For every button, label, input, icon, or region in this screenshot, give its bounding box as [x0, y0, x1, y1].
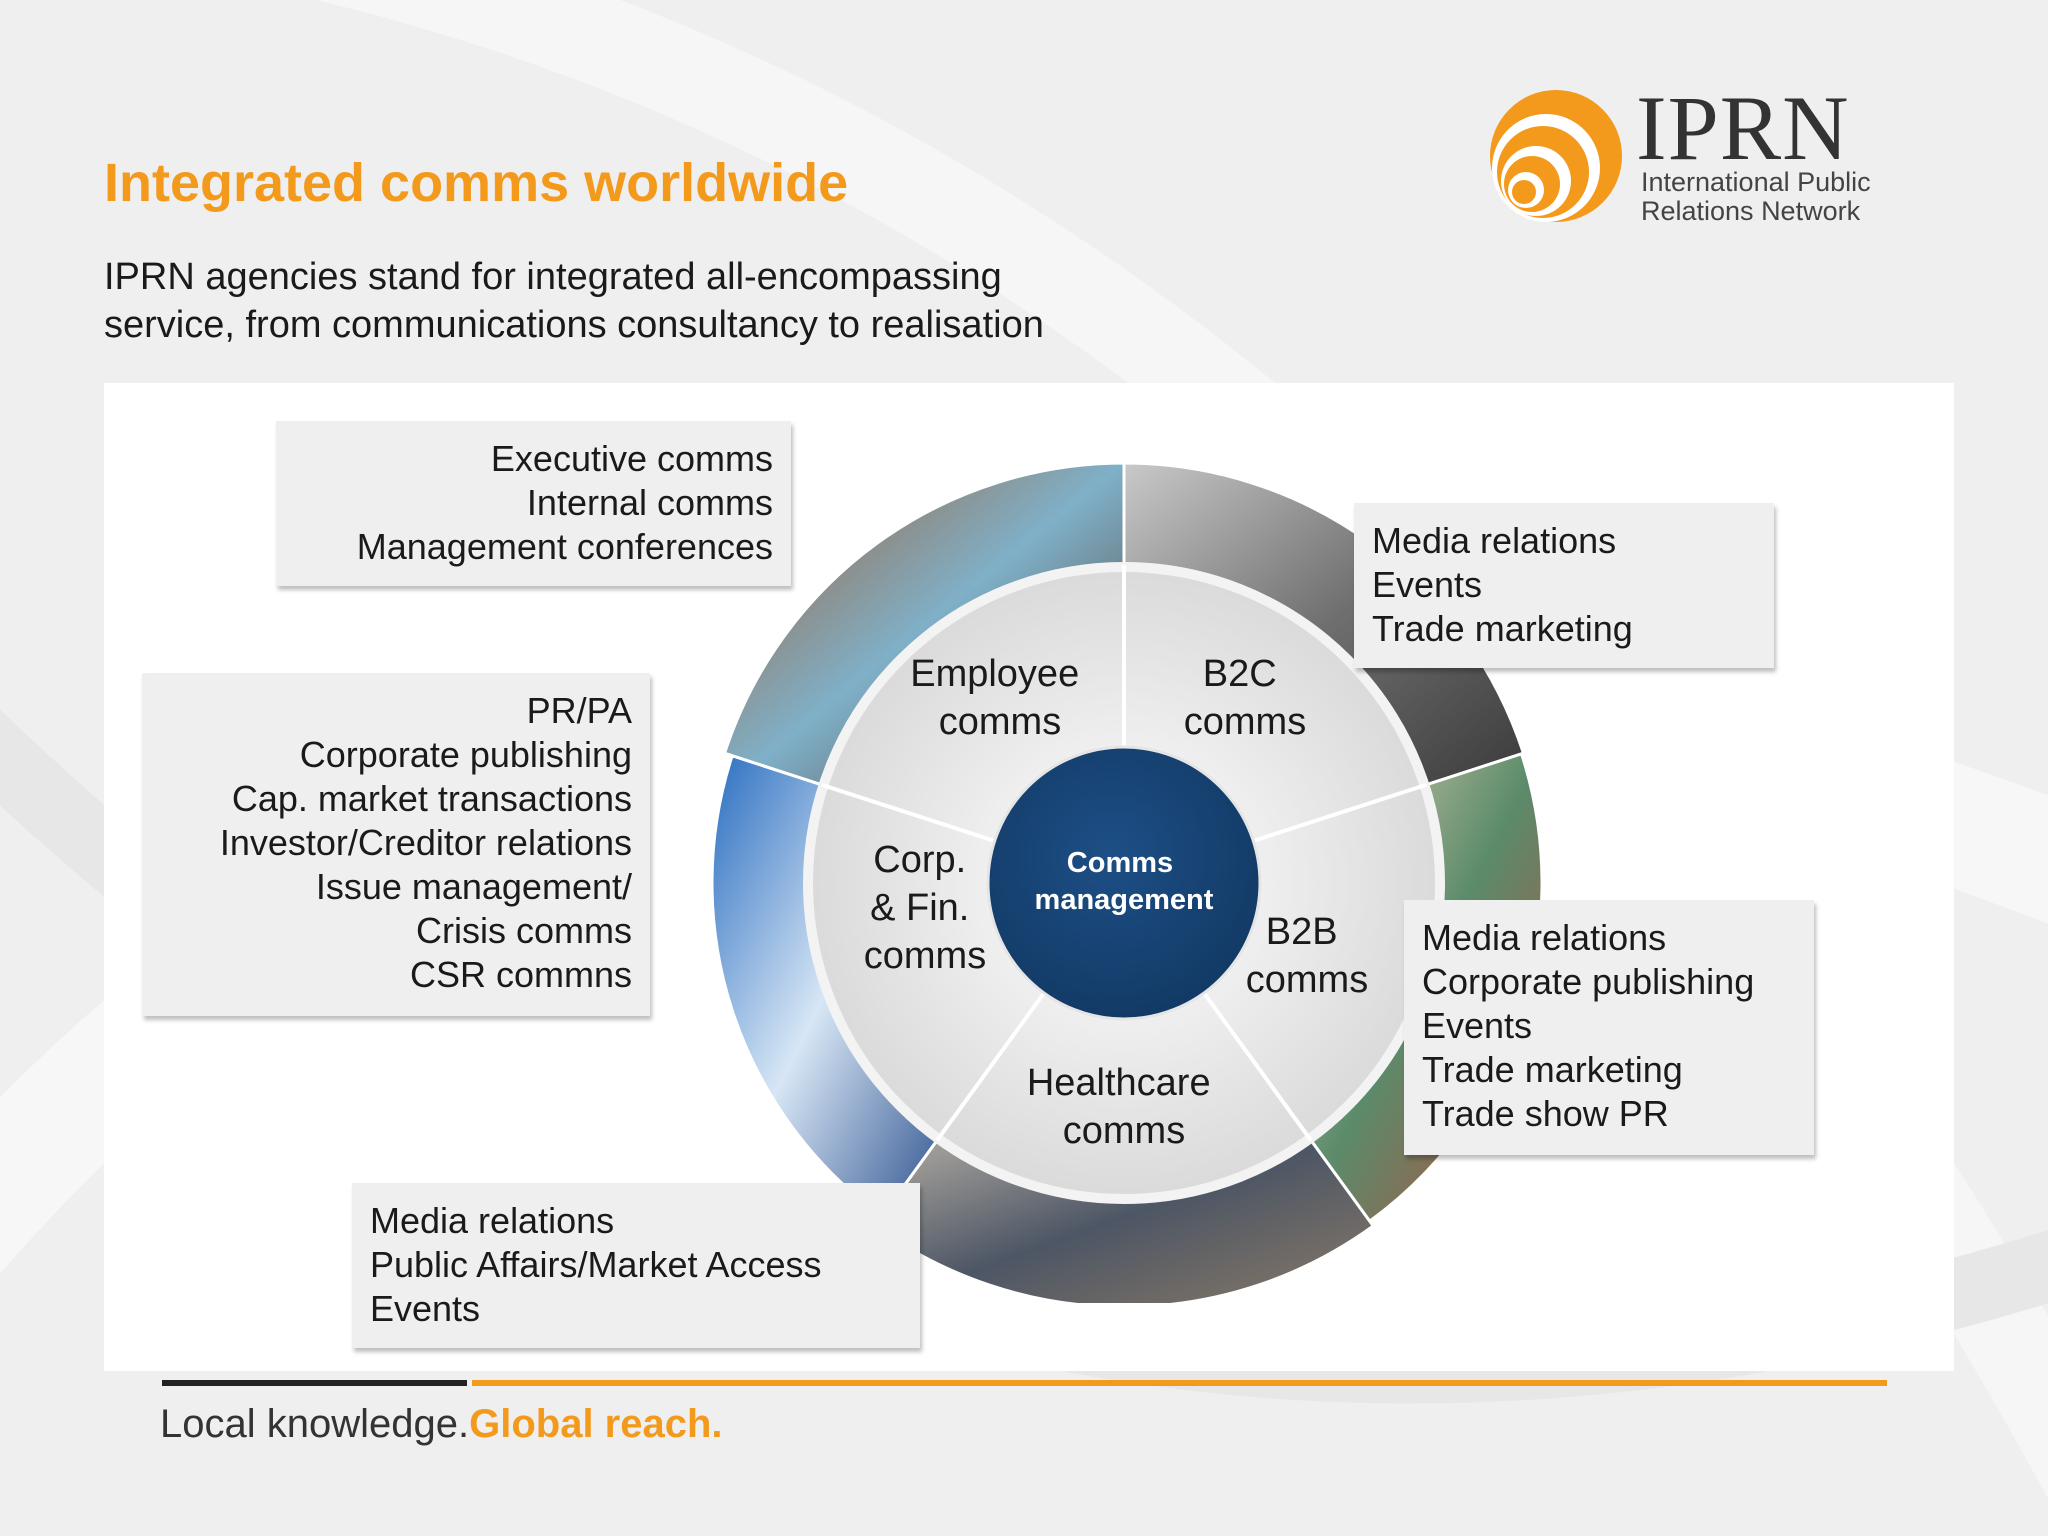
- service-item: Corporate publishing: [299, 734, 632, 775]
- segment-label-healthcare: Healthcare comms: [1027, 1062, 1221, 1152]
- center-label-line: Comms: [1067, 847, 1173, 879]
- healthcare-services-box: Media relations Public Affairs/Market Ac…: [352, 1183, 920, 1348]
- service-item: Media relations: [1372, 520, 1617, 561]
- segment-label-line: & Fin.: [870, 887, 969, 929]
- segment-label-line: comms: [1063, 1110, 1185, 1152]
- service-item: PR/PA: [526, 690, 632, 731]
- concentric-swirl-icon: [1490, 90, 1622, 222]
- segment-label-line: Healthcare: [1027, 1062, 1211, 1104]
- service-item: Crisis comms: [416, 910, 632, 951]
- tagline-global: Global reach.: [469, 1402, 723, 1446]
- diagram-panel: Comms management Employee comms B2C comm…: [104, 383, 1954, 1371]
- comms-wheel: Comms management Employee comms B2C comm…: [710, 463, 1544, 1303]
- service-item: Investor/Creditor relations: [219, 822, 632, 863]
- segment-label-b2b: B2B comms: [1246, 911, 1368, 1001]
- segment-label-line: comms: [1184, 701, 1306, 743]
- segment-divider: [935, 991, 1046, 1142]
- subtitle-line: service, from communications consultancy…: [104, 304, 1044, 346]
- iprn-logo: IPRN International Public Relations Netw…: [1476, 77, 1908, 234]
- service-item: Trade show PR: [1422, 1093, 1669, 1134]
- service-item: Events: [1372, 564, 1483, 605]
- page-subtitle: IPRN agencies stand for integrated all-e…: [104, 253, 1154, 349]
- service-item: Trade marketing: [1422, 1049, 1683, 1090]
- service-item: Issue management/: [315, 866, 632, 907]
- tagline-local: Local knowledge.: [160, 1402, 470, 1446]
- service-item: Events: [370, 1288, 481, 1329]
- service-item: Corporate publishing: [1422, 961, 1755, 1002]
- service-item: CSR commns: [409, 954, 632, 995]
- logo-subtitle-line: International Public: [1641, 167, 1871, 197]
- footer-tagline: Local knowledge.Global reach.: [160, 1402, 723, 1447]
- service-item: Cap. market transactions: [231, 778, 632, 819]
- service-item: Media relations: [1422, 917, 1667, 958]
- segment-divider: [1252, 782, 1428, 843]
- b2c-services-box: Media relations Events Trade marketing: [1354, 503, 1774, 668]
- service-item: Executive comms: [490, 438, 773, 479]
- segment-label-line: comms: [1246, 959, 1368, 1001]
- subtitle-line: IPRN agencies stand for integrated all-e…: [104, 256, 1002, 298]
- b2b-services-box: Media relations Corporate publishing Eve…: [1404, 900, 1814, 1155]
- service-item: Events: [1422, 1005, 1533, 1046]
- segment-label-line: B2C: [1203, 653, 1277, 695]
- segment-label-b2c: B2C comms: [1184, 653, 1306, 743]
- center-circle: [986, 745, 1262, 1021]
- segment-divider: [820, 782, 996, 843]
- footer-rule-dark: [162, 1380, 467, 1386]
- footer-rule-orange: [472, 1380, 1887, 1386]
- logo-wordmark: IPRN: [1636, 77, 1850, 179]
- service-item: Media relations: [370, 1200, 615, 1241]
- segment-label-line: B2B: [1266, 911, 1338, 953]
- segment-label-employee: Employee comms: [910, 653, 1090, 743]
- logo-subtitle-line: Relations Network: [1641, 196, 1861, 226]
- center-label-line: management: [1035, 884, 1214, 916]
- segment-label-corp: Corp. & Fin. comms: [864, 839, 986, 977]
- employee-services-box: Executive comms Internal comms Managemen…: [276, 421, 791, 586]
- corp-services-box: PR/PA Corporate publishing Cap. market t…: [142, 673, 650, 1016]
- segment-label-line: Corp.: [873, 839, 966, 881]
- center-label: Comms management: [1035, 847, 1214, 916]
- segment-label-line: Employee: [910, 653, 1079, 695]
- segment-dividers: [820, 565, 1428, 1142]
- segment-label-line: comms: [939, 701, 1061, 743]
- segment-label-line: comms: [864, 935, 986, 977]
- logo-subtitle: International Public Relations Network: [1641, 168, 1871, 226]
- segment-divider: [1202, 991, 1313, 1142]
- service-item: Public Affairs/Market Access: [370, 1244, 822, 1285]
- service-item: Management conferences: [356, 526, 773, 567]
- service-item: Trade marketing: [1372, 608, 1633, 649]
- service-item: Internal comms: [526, 482, 773, 523]
- page-title: Integrated comms worldwide: [104, 153, 849, 213]
